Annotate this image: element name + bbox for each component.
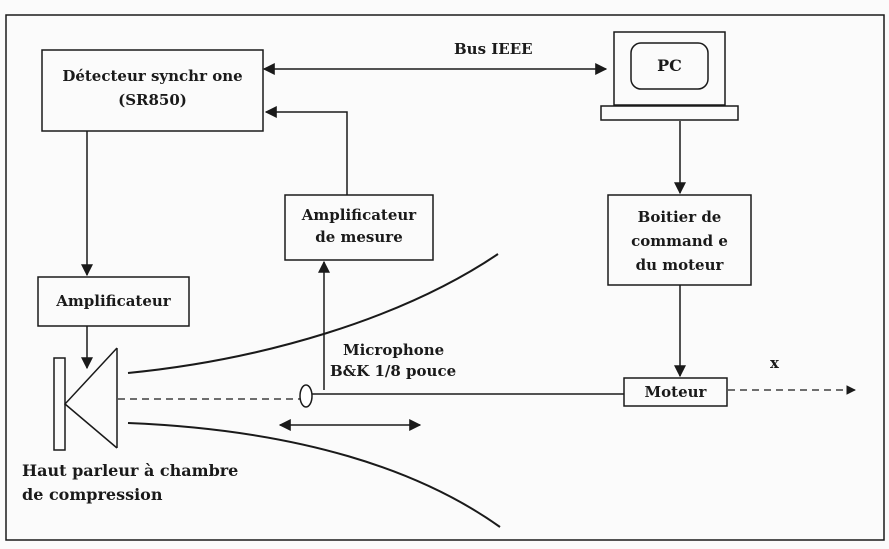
moteur-box [623,377,728,407]
detecteur-label-2: (SR850) [118,91,187,109]
ampli-mesure-label-1: Amplificateur [301,206,417,224]
mesure-to-detecteur-arrow [264,106,348,195]
microphone-symbol [299,384,313,408]
ampli-mesure-label-2: de mesure [315,228,403,246]
bus-ieee-label: Bus IEEE [454,40,533,58]
moteur-label: Moteur [644,383,707,401]
boitier-label-2: command e [631,232,728,250]
speaker-label-2: de compression [22,485,163,504]
amplificateur-box [37,276,190,327]
pc-monitor [600,31,739,121]
pc-label: PC [657,56,682,75]
amplificateur-label: Amplificateur [56,292,171,310]
outer-frame [5,14,885,541]
tube-lower-wall [127,422,501,528]
boitier-label-3: du moteur [635,256,724,274]
microphone-label-1: Microphone [343,341,445,359]
detecteur-box [41,49,264,132]
ampli-mesure-box [284,194,434,261]
speaker-symbol [53,347,118,451]
detecteur-label-1: Détecteur synchr one [62,67,243,85]
microphone-label-2: B&K 1/8 pouce [330,362,457,380]
boitier-label-1: Boitier de [637,208,722,226]
speaker-label-1: Haut parleur à chambre [22,461,239,480]
axis-x-label: x [770,354,779,372]
tube-upper-wall [127,253,499,374]
